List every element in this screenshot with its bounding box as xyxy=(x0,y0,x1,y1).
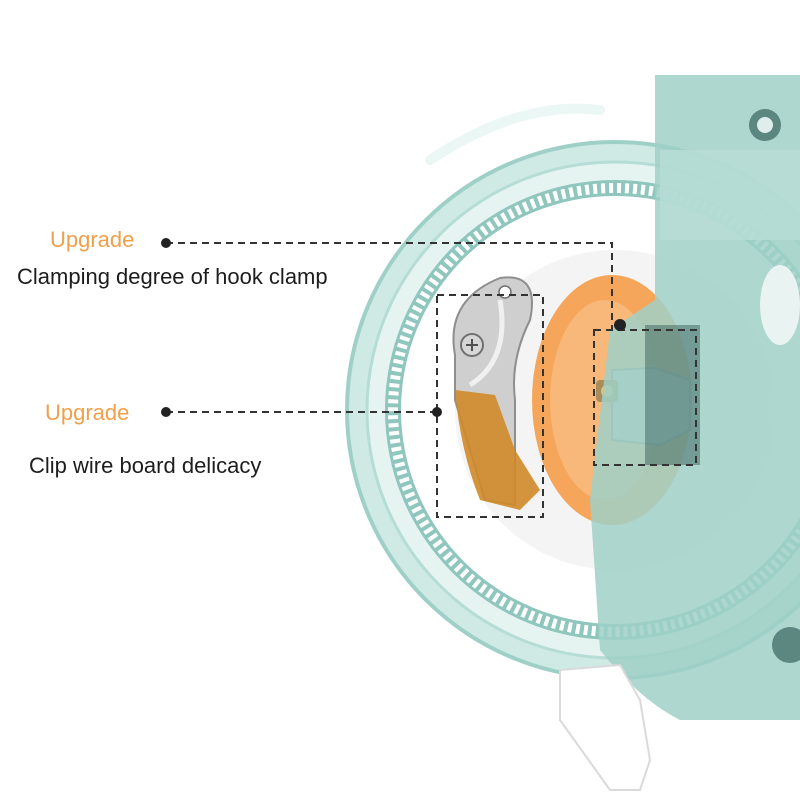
caption-hook-clamp: Clamping degree of hook clamp xyxy=(17,264,328,289)
clip-wire-board xyxy=(452,276,540,510)
callout-dot-1-end xyxy=(614,319,626,331)
callout-dot-2 xyxy=(161,407,171,417)
upgrade-label-2: Upgrade xyxy=(45,400,130,425)
callout-lines xyxy=(166,242,697,518)
highlight-box-clip-board xyxy=(436,294,544,518)
highlight-box-hook-clamp xyxy=(593,329,697,466)
callout-dot-1 xyxy=(161,238,171,248)
callout-line-upgrade-1 xyxy=(166,242,613,330)
caption-clip-wire-board: Clip wire board delicacy xyxy=(29,453,262,478)
upgrade-label-1: Upgrade xyxy=(50,227,135,252)
callout-dot-2-end xyxy=(432,407,442,417)
release-tab xyxy=(559,663,652,791)
